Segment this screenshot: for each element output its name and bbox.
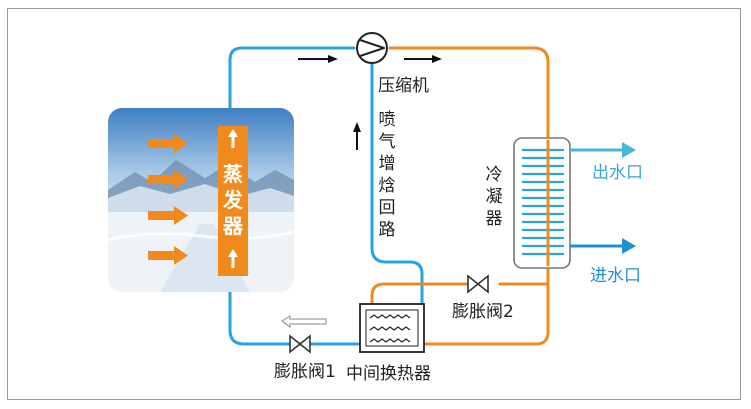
- hot-pipe-to-valve2: [370, 282, 550, 316]
- air-arrow-1: [148, 134, 188, 153]
- expansion-valve-1-symbol: [289, 334, 311, 354]
- compressor-label: 压缩机: [378, 76, 429, 96]
- water-outlet-arrow: [570, 142, 636, 158]
- air-arrow-3: [148, 206, 188, 225]
- evaporator-picture: [108, 108, 294, 292]
- water-outlet-label: 出水口: [592, 163, 643, 183]
- water-inlet-label: 进水口: [590, 266, 641, 286]
- condenser-symbol: [513, 137, 571, 269]
- evi-pipe: [370, 60, 424, 318]
- expansion-valve-2-label: 膨胀阀2: [452, 302, 514, 322]
- expansion-valve-2-symbol: [467, 274, 489, 294]
- air-arrow-2: [148, 170, 188, 189]
- hot-pipe-condenser-down: [422, 268, 550, 346]
- hot-pipe-top: [388, 46, 550, 138]
- intermediate-heat-exchanger-symbol: [359, 303, 425, 353]
- flow-arrow-top-left: [298, 55, 338, 63]
- condenser-label: 冷凝器: [485, 165, 503, 229]
- expansion-valve-1-label: 膨胀阀1: [274, 362, 336, 382]
- compressor-symbol: [356, 32, 388, 64]
- evaporator-flow-arrows: [228, 129, 238, 268]
- intermediate-heat-exchanger-label: 中间换热器: [346, 364, 431, 384]
- flow-arrow-evi-up: [353, 122, 361, 150]
- hot-pipes: [370, 46, 550, 346]
- hollow-flow-arrow: [281, 315, 327, 328]
- flow-arrow-top-right: [404, 55, 442, 63]
- water-inlet-arrow: [570, 238, 636, 254]
- cold-pipe-top-left: [228, 46, 356, 112]
- flow-direction-arrows: [298, 55, 442, 150]
- evi-loop-label: 喷气增焓回路: [378, 110, 396, 240]
- evaporator-label: 蒸发器: [223, 162, 243, 238]
- cold-pipe-bottom-left: [228, 288, 362, 346]
- air-flow-arrows: [148, 134, 188, 265]
- air-arrow-4: [148, 246, 188, 265]
